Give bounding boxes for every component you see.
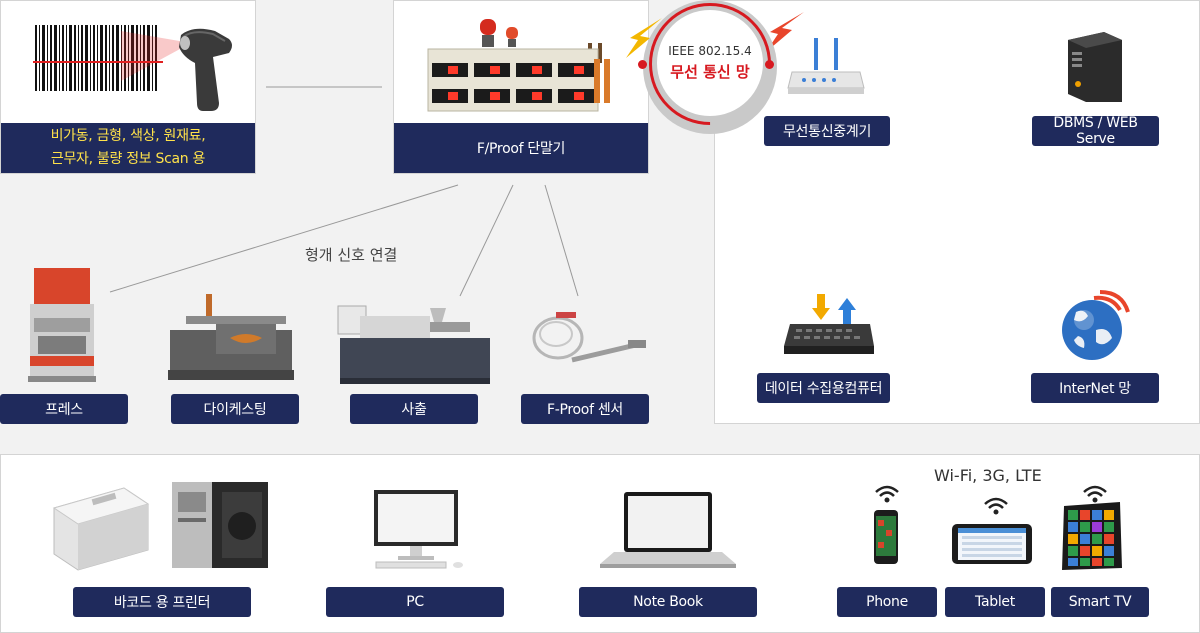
relay-label: 무선통신중계기	[764, 116, 890, 146]
machine-label-die-casting: 다이케스팅	[171, 394, 299, 424]
device-label-barcode-printer: 바코드 용 프린터	[73, 587, 251, 617]
barcode-label-printer-icon	[172, 482, 268, 568]
arrow-up-icon	[838, 298, 856, 326]
network-types-text: Wi-Fi, 3G, LTE	[934, 466, 1042, 485]
phone-icon	[874, 510, 898, 564]
wireless-standard-text: IEEE 802.15.4	[668, 44, 752, 58]
wifi-icon-tablet	[984, 497, 1008, 515]
collector-label: 데이터 수집용컴퓨터	[757, 373, 890, 403]
machine-label-sensor: F-Proof 센서	[521, 394, 649, 424]
terminal-label: F/Proof 단말기	[394, 123, 648, 173]
smart-tv-icon	[1062, 502, 1122, 570]
laser-beam-icon	[121, 31, 191, 81]
device-label-pc: PC	[326, 587, 504, 617]
fproof-terminal-panel: F/Proof 단말기	[393, 0, 649, 174]
data-collector-device-icon	[784, 324, 874, 354]
barcode-scanner-panel: 비가동, 금형, 색상, 원재료, 근무자, 불량 정보 Scan 용	[0, 0, 256, 174]
notebook-laptop-icon	[600, 492, 736, 568]
wifi-icon-phone	[875, 485, 899, 503]
laser-printer-icon	[52, 487, 150, 571]
device-label-notebook: Note Book	[579, 587, 757, 617]
device-label-tablet: Tablet	[945, 587, 1045, 617]
wireless-badge-inner	[657, 10, 763, 116]
injection-molding-machine-icon	[337, 305, 490, 384]
internet-label: InterNet 망	[1031, 373, 1159, 403]
terminal-device-icon	[427, 19, 610, 112]
device-label-smart-tv: Smart TV	[1051, 587, 1149, 617]
router-icon	[787, 38, 865, 94]
pc-monitor-icon	[374, 490, 463, 569]
contact-signal-text: 형개 신호 연결	[305, 246, 398, 264]
wireless-badge-dot-left	[638, 60, 647, 69]
die-casting-machine-icon	[168, 294, 294, 380]
globe-icon	[1062, 290, 1130, 360]
scanner-label: 비가동, 금형, 색상, 원재료, 근무자, 불량 정보 Scan 용	[1, 123, 255, 173]
device-label-phone: Phone	[837, 587, 937, 617]
tablet-icon	[952, 524, 1032, 564]
server-label: DBMS / WEB Serve	[1032, 115, 1159, 147]
barcode-icon	[33, 25, 163, 99]
handheld-scanner-icon	[179, 28, 232, 111]
fproof-sensor-icon	[532, 312, 646, 363]
machine-label-injection: 사출	[350, 394, 478, 424]
arrow-down-icon	[812, 294, 830, 320]
server-icon	[1068, 32, 1122, 102]
wifi-icon-smart-tv	[1083, 485, 1107, 503]
press-machine-icon	[28, 268, 96, 382]
lightning-right-icon	[766, 12, 804, 52]
scanner-label-line1: 비가동, 금형, 색상, 원재료,	[50, 128, 206, 144]
wireless-network-text: 무선 통신 망	[670, 63, 750, 81]
scanner-label-line2: 근무자, 불량 정보 Scan 용	[50, 151, 206, 167]
wireless-badge-dot-right	[765, 60, 774, 69]
machine-label-press: 프레스	[0, 394, 128, 424]
lightning-left-icon	[626, 18, 662, 58]
